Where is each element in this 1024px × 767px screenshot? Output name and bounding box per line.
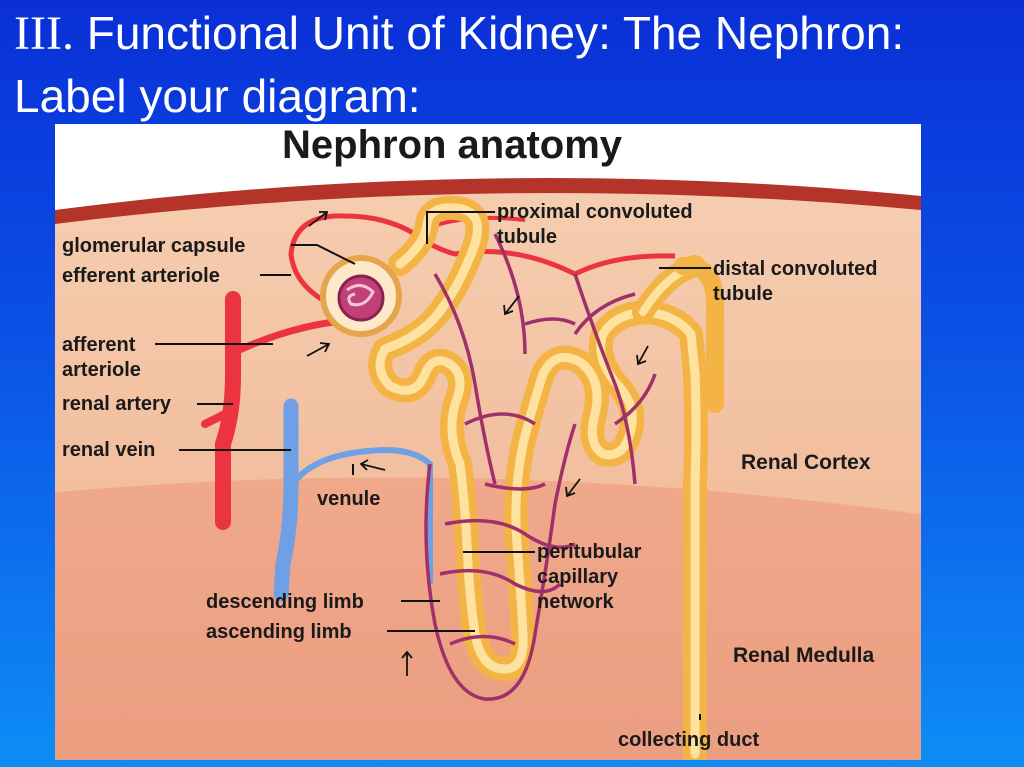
leader-proximal <box>426 211 495 244</box>
label-ascending-limb: ascending limb <box>206 621 352 643</box>
glomerulus-shape <box>337 274 385 322</box>
slide-title: III. Functional Unit of Kidney: The Neph… <box>14 2 1014 127</box>
label-proximal-line2: tubule <box>497 226 557 248</box>
label-venule: venule <box>317 488 380 510</box>
flow-arrow <box>401 650 413 676</box>
label-peritubular-line3: network <box>537 591 615 613</box>
figure-title: Nephron anatomy <box>282 124 623 167</box>
label-renal-medulla: Renal Medulla <box>733 644 875 667</box>
glomerulus-detail <box>346 284 375 307</box>
flow-arrow <box>636 345 649 366</box>
leader-glomerular <box>291 244 356 265</box>
flow-arrow <box>503 295 520 316</box>
label-efferent-arteriole: efferent arteriole <box>62 265 220 287</box>
flow-arrows <box>306 211 649 676</box>
flow-arrow <box>565 478 581 498</box>
venule-vessel <box>290 446 433 584</box>
label-descending-limb: descending limb <box>206 591 364 613</box>
label-collecting-duct: collecting duct <box>618 729 759 751</box>
flow-arrow <box>308 211 329 227</box>
label-renal-artery: renal artery <box>62 393 172 415</box>
title-text: Functional Unit of Kidney: The Nephron: … <box>14 7 905 122</box>
label-distal-line1: distal convoluted <box>713 258 877 280</box>
label-distal-line2: tubule <box>713 283 773 305</box>
leader-lines <box>155 211 711 720</box>
artery-branch <box>201 410 229 428</box>
label-glomerular-capsule: glomerular capsule <box>62 235 245 257</box>
kidney-capsule-band <box>55 178 921 224</box>
peritubular-capillary-shape <box>424 233 657 701</box>
label-afferent-line1: afferent <box>62 334 136 356</box>
flow-arrow <box>359 459 386 471</box>
label-peritubular-line2: capillary <box>537 566 619 588</box>
renal-vein-vessel <box>273 398 299 602</box>
nephron-illustration: Nephron anatomy proximal convoluted tubu… <box>55 124 921 760</box>
label-proximal-line1: proximal convoluted <box>497 201 693 223</box>
label-renal-cortex: Renal Cortex <box>741 451 871 474</box>
label-renal-vein: renal vein <box>62 439 155 461</box>
label-peritubular-line1: peritubular <box>537 541 642 563</box>
label-afferent-line2: arteriole <box>62 359 141 381</box>
title-numeral: III. <box>14 7 74 60</box>
nephron-diagram: Nephron anatomy proximal convoluted tubu… <box>55 124 921 760</box>
renal-artery-vessel <box>215 291 241 530</box>
flow-arrow <box>306 342 331 357</box>
